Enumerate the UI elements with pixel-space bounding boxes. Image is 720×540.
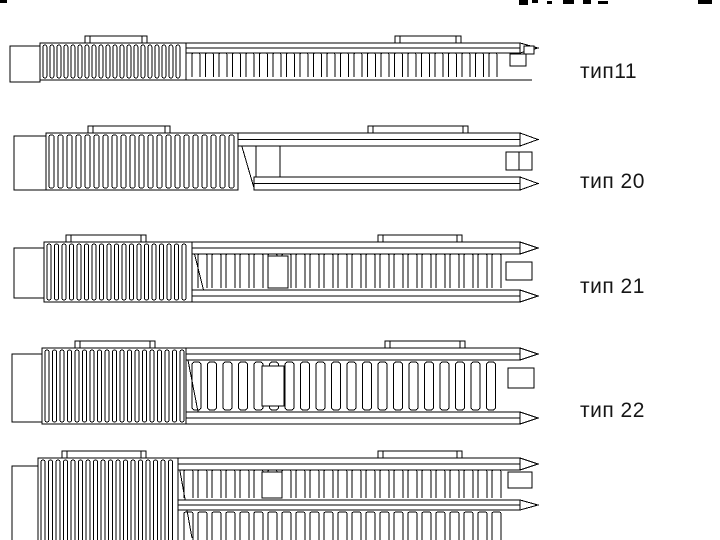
radiator-type-20-diagram [13, 125, 540, 191]
type-20-label: тип 20 [580, 170, 645, 193]
type-22-label: тип 22 [580, 399, 645, 422]
type-21-label: тип 21 [580, 275, 645, 298]
radiator-type-22-diagram [11, 340, 540, 425]
radiator-type-21-diagram [13, 234, 540, 303]
cropped-top-artifacts [0, 0, 712, 5]
radiator-type-33-diagram [11, 450, 540, 540]
radiator-type-11-diagram [9, 35, 540, 83]
type-11-label: тип11 [580, 60, 638, 83]
